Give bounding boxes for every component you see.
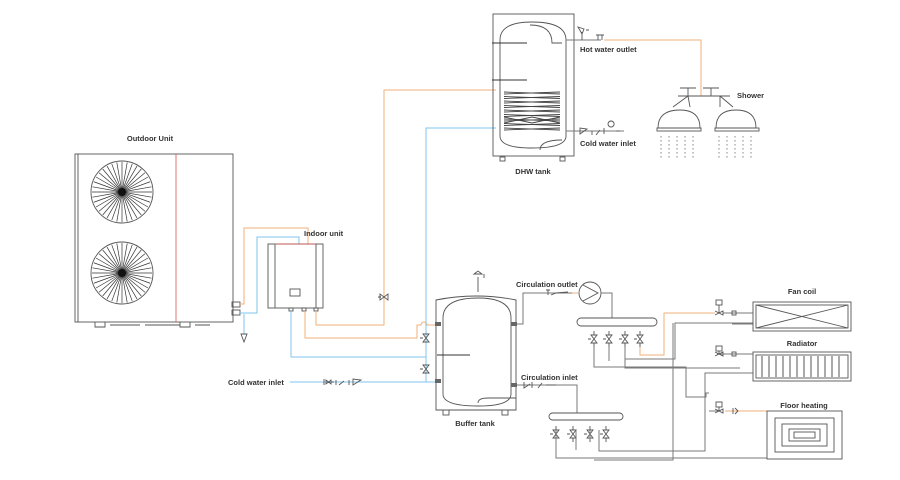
floor-heating — [766, 410, 843, 460]
valve-icon — [619, 331, 629, 347]
valve-icon — [420, 364, 430, 374]
cold-water-inlet-main-label: Cold water inlet — [228, 378, 284, 387]
dhw-tank — [492, 13, 575, 162]
supply-manifold — [576, 317, 658, 327]
valve-icon — [584, 426, 594, 442]
fan-coil-label: Fan coil — [788, 287, 816, 296]
valve-icon — [420, 333, 430, 343]
radiator-label: Radiator — [787, 339, 818, 348]
valve-icon — [550, 426, 560, 442]
drain-icon — [240, 333, 248, 344]
valve-icon — [603, 331, 613, 347]
outdoor-unit-label: Outdoor Unit — [127, 134, 174, 143]
cold-water-inlet-dhw-label: Cold water inlet — [580, 139, 636, 148]
valve-icon — [600, 426, 610, 442]
floor-heating-label: Floor heating — [780, 401, 828, 410]
thermostatic-valve-icon — [714, 401, 739, 415]
circulation-inlet-label: Circulation inlet — [521, 373, 578, 382]
valve-icon — [567, 426, 577, 442]
thermostatic-valve-icon — [714, 345, 737, 357]
relief-valve-icon — [577, 26, 604, 40]
outdoor-unit — [74, 153, 241, 328]
indoor-unit-label: Indoor unit — [304, 229, 344, 238]
hot-water-outlet-label: Hot water outlet — [580, 45, 637, 54]
valve-icon — [378, 293, 389, 301]
inlet-valve-icon — [579, 120, 620, 136]
pump-icon — [578, 281, 602, 305]
buffer-tank-label: Buffer tank — [455, 419, 495, 428]
radiator — [752, 351, 852, 382]
circulation-outlet-label: Circulation outlet — [516, 280, 578, 289]
thermostatic-valve-icon — [714, 299, 737, 316]
check-valve-icon — [523, 382, 556, 389]
check-valve-icon — [546, 289, 569, 296]
valve-icon — [588, 331, 598, 347]
buffer-tank — [435, 270, 517, 416]
return-manifold — [548, 412, 624, 421]
shower-icon — [656, 87, 760, 160]
valve-icon — [634, 331, 644, 347]
fan-coil — [752, 301, 852, 332]
indoor-unit — [267, 243, 324, 312]
fan-icon — [90, 160, 154, 224]
dhw-tank-label: DHW tank — [515, 167, 551, 176]
fan-icon — [90, 241, 154, 305]
inlet-valve-icon — [323, 378, 363, 386]
shower-label: Shower — [737, 91, 764, 100]
